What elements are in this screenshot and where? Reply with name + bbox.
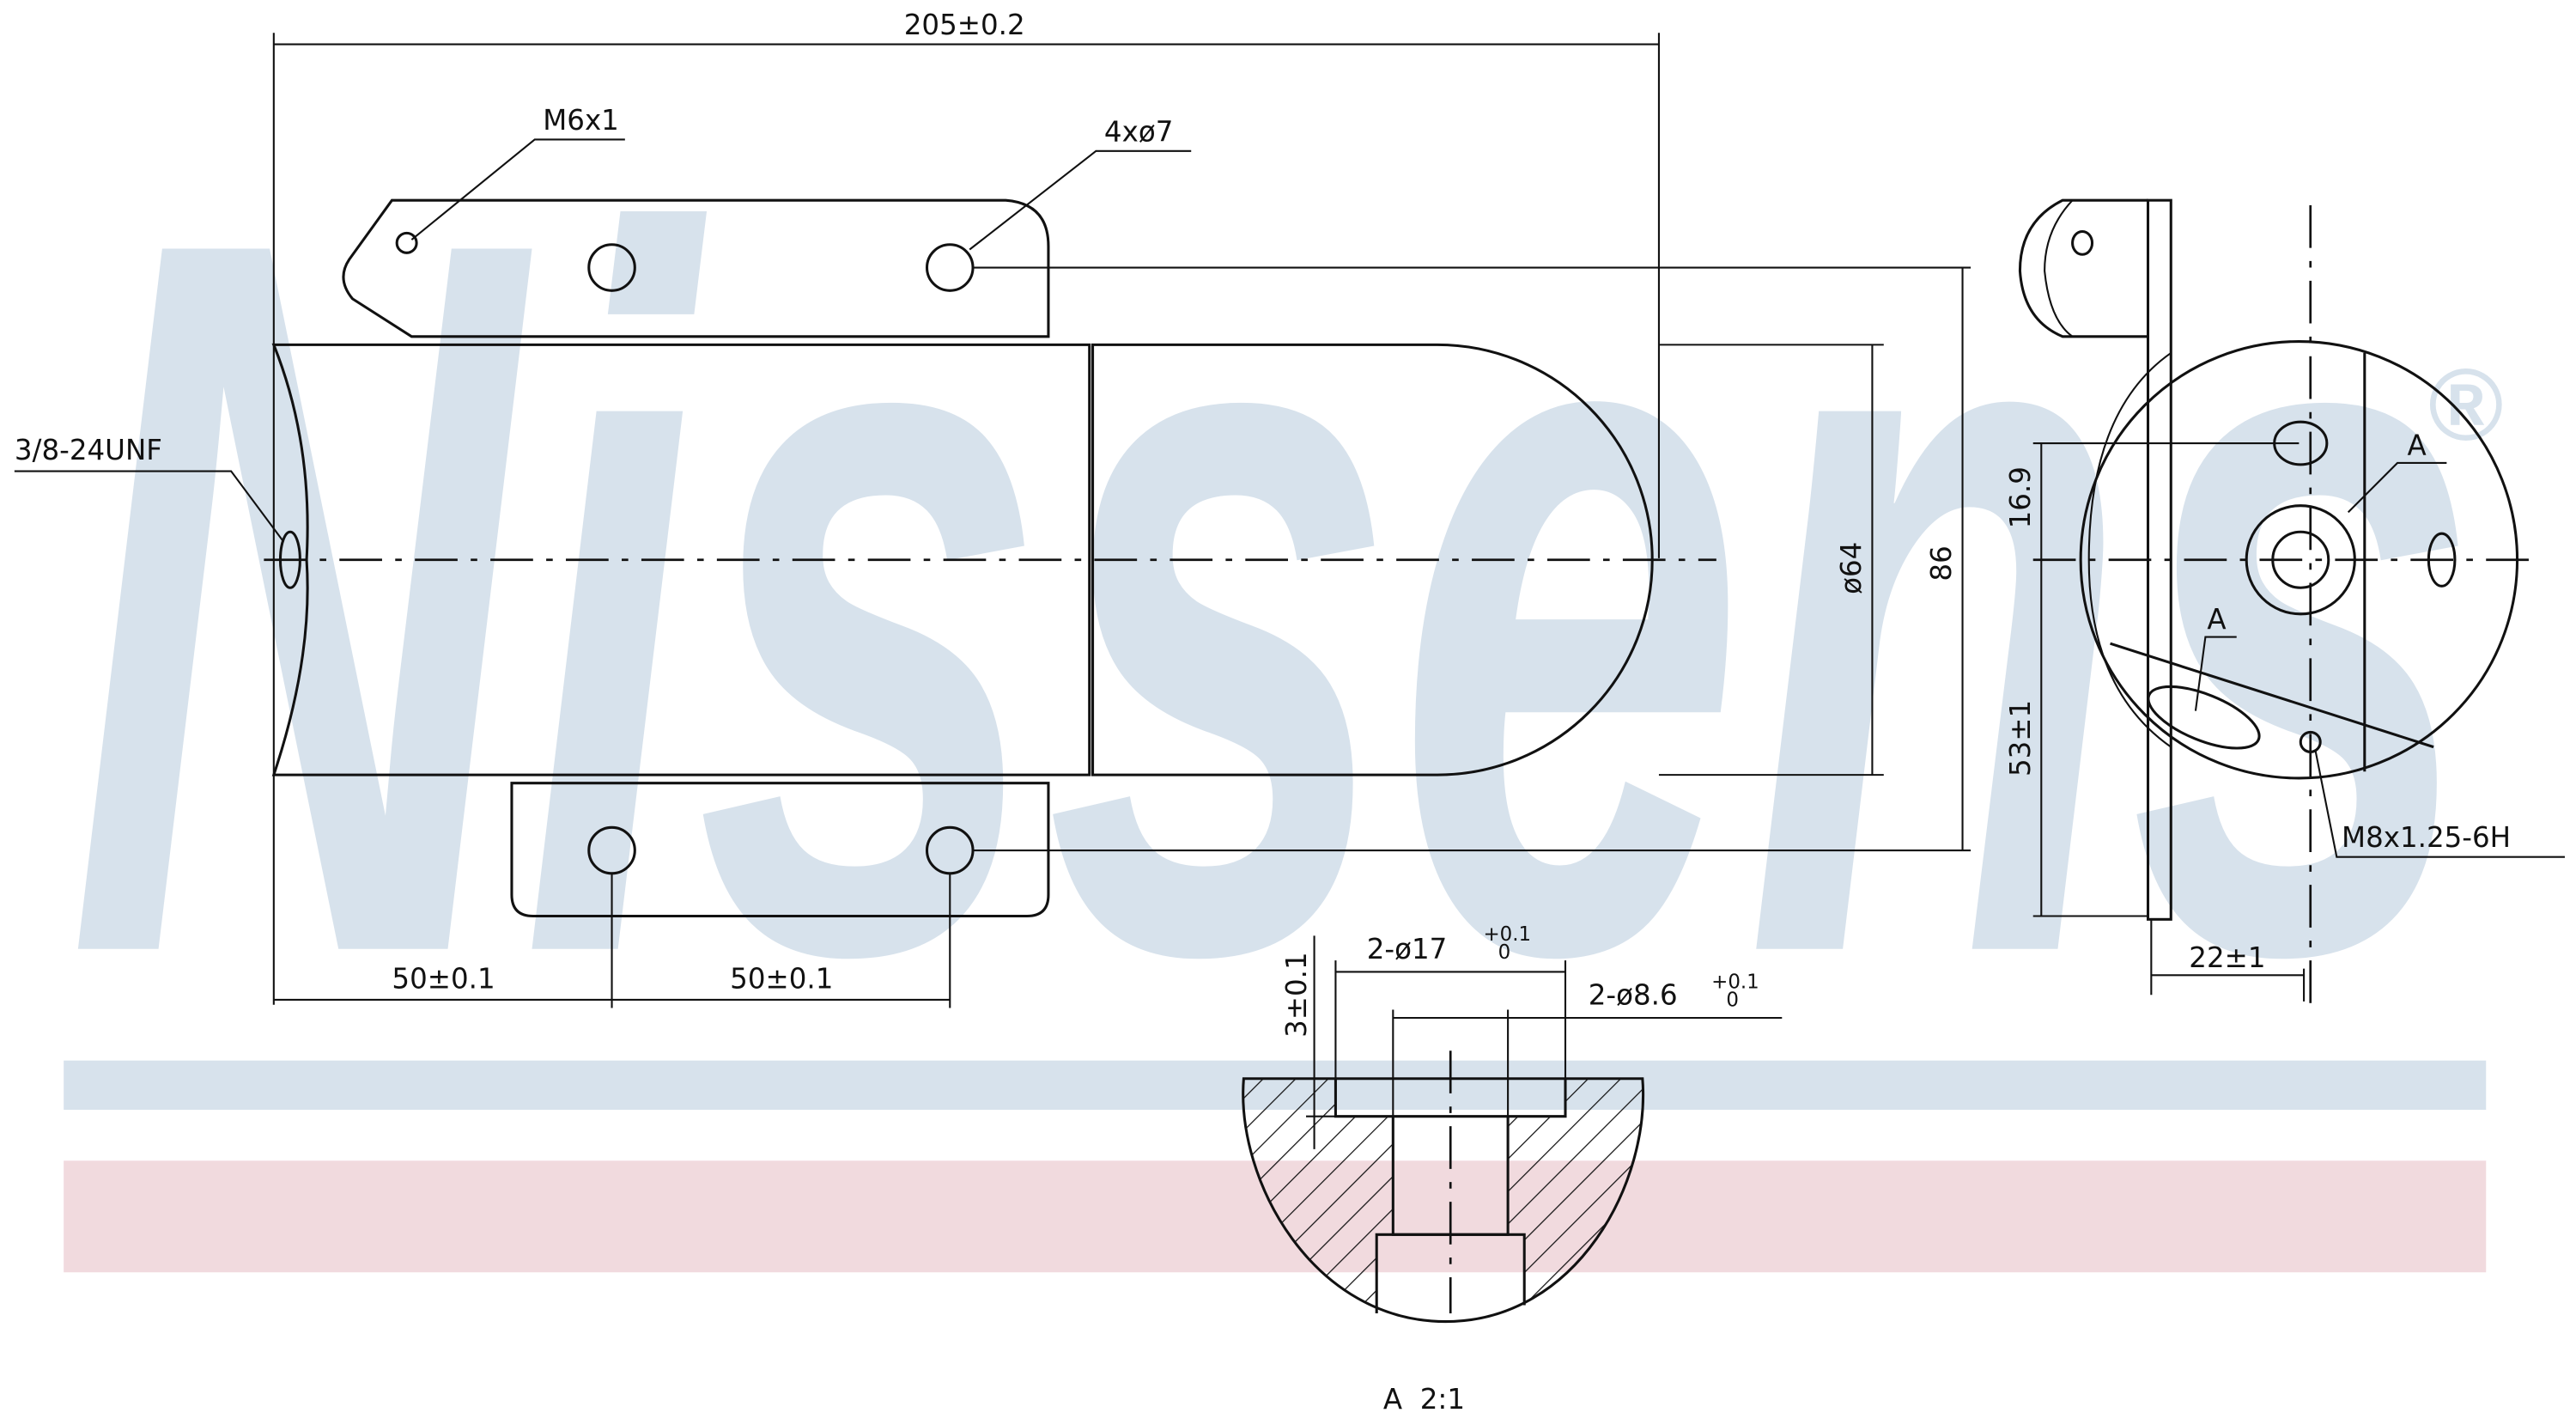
- section-hatching: [1242, 1078, 1643, 1322]
- port-a-counterbore: [2245, 504, 2356, 616]
- detail-ref-a-2: A: [2207, 603, 2226, 636]
- depth-label: 22±1: [2189, 941, 2265, 974]
- mount-hole: [587, 243, 636, 292]
- side-bracket-tab: [2018, 198, 2148, 338]
- inlet-port: [278, 530, 301, 589]
- bracket-height-label: 86: [1925, 545, 1958, 581]
- offset-upper-label: 16.9: [2004, 466, 2037, 528]
- detail-ref-a-1: A: [2408, 429, 2427, 461]
- m6-callout: M6x1: [543, 104, 619, 137]
- receiver-drier-dome: [1091, 343, 1654, 776]
- hole-dia-label: 2-ø8.6: [1589, 979, 1678, 1012]
- side-view: 16.9 53±1 22±1 M8x1.25-6H A A: [2004, 198, 2565, 1005]
- counterbore-tol-lower: 0: [1498, 941, 1511, 964]
- counterbore-depth-label: 3±0.1: [1280, 952, 1313, 1038]
- holes-callout: 4xø7: [1104, 115, 1173, 148]
- watermark-brand: Nissens: [67, 28, 2480, 1166]
- bottom-bracket: [510, 782, 1050, 918]
- hole-tol-upper: +0.1: [1711, 971, 1759, 994]
- watermark: Nissens ®: [67, 28, 2502, 1166]
- m8-thread-callout: M8x1.25-6H: [2342, 821, 2511, 854]
- counterbore-dia-label: 2-ø17: [1367, 933, 1448, 965]
- detail-caption: A 2:1: [1383, 1383, 1465, 1416]
- hole-tol-lower: 0: [1726, 990, 1739, 1012]
- top-bracket: [342, 198, 1050, 338]
- hole-spacing-1: 50±0.1: [392, 963, 495, 996]
- overall-length-label: 205±0.2: [904, 9, 1025, 41]
- diameter-label: ø64: [1835, 542, 1868, 594]
- hole-spacing-2: 50±0.1: [730, 963, 833, 996]
- port-thread-callout: 3/8-24UNF: [15, 434, 162, 466]
- front-view: 205±0.2 M6x1 4xø7 3/8-24UNF ø64 86 50±0.…: [15, 9, 1971, 1008]
- offset-lower-label: 53±1: [2004, 700, 2037, 776]
- detail-a-section: 2-ø17 +0.1 0 2-ø8.6 +0.1 0 3±0.1 A 2:1: [1242, 923, 1783, 1416]
- receiver-drier-body: [271, 343, 1091, 776]
- registered-mark: ®: [2427, 349, 2502, 462]
- counterbore-tol-upper: +0.1: [1483, 923, 1531, 946]
- m6-hole: [395, 231, 418, 254]
